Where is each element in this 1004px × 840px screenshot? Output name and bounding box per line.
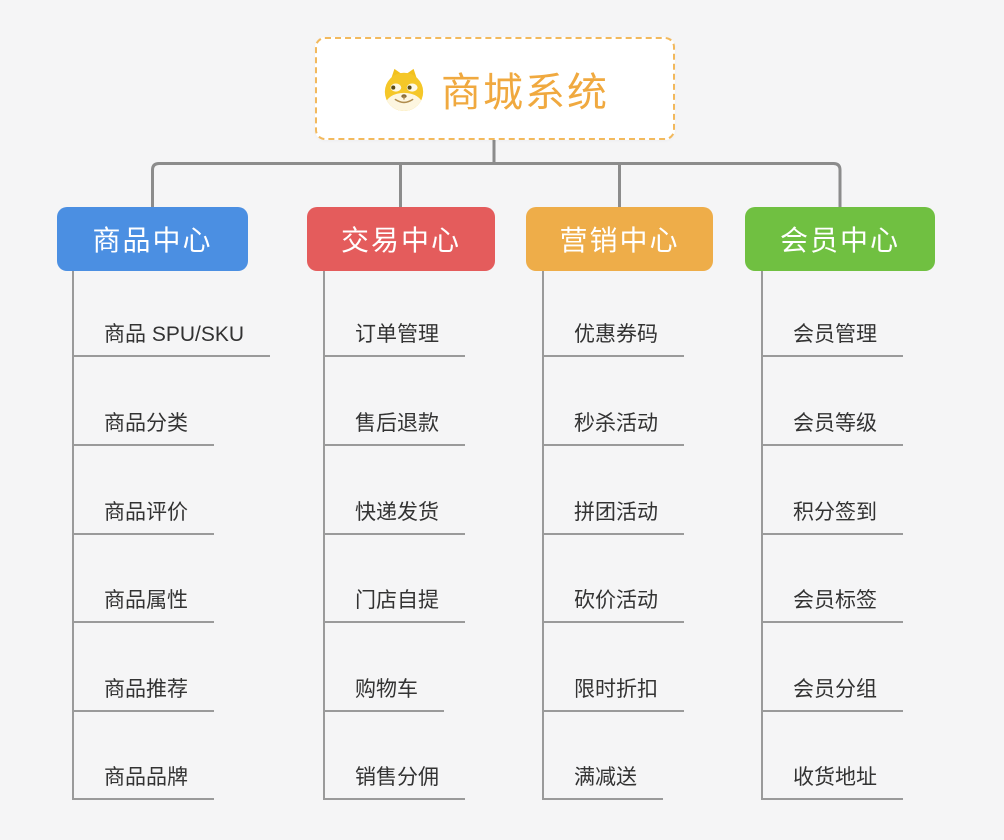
leaf-node-product-center-1[interactable]: 商品分类 [72,406,214,446]
leaf-node-trade-center-4[interactable]: 购物车 [323,672,444,712]
root-node[interactable]: 商城系统 [315,37,675,140]
leaf-node-product-center-4[interactable]: 商品推荐 [72,672,214,712]
leaf-node-trade-center-2[interactable]: 快递发货 [323,495,465,535]
branch-spine-line [323,271,325,800]
leaf-node-marketing-center-4[interactable]: 限时折扣 [542,672,684,712]
leaf-node-member-center-4[interactable]: 会员分组 [761,672,903,712]
leaf-node-marketing-center-1[interactable]: 秒杀活动 [542,406,684,446]
leaf-node-trade-center-5[interactable]: 销售分佣 [323,760,465,800]
leaf-node-product-center-5[interactable]: 商品品牌 [72,760,214,800]
leaf-node-trade-center-1[interactable]: 售后退款 [323,406,465,446]
root-node-title: 商城系统 [441,70,609,115]
leaf-node-member-center-5[interactable]: 收货地址 [761,760,903,800]
branch-node-member-center[interactable]: 会员中心 [745,207,935,271]
leaf-node-member-center-2[interactable]: 积分签到 [761,495,903,535]
leaf-node-marketing-center-3[interactable]: 砍价活动 [542,583,684,623]
leaf-node-member-center-1[interactable]: 会员等级 [761,406,903,446]
branch-spine-line [542,271,544,800]
doge-face-icon [381,66,427,112]
leaf-node-product-center-2[interactable]: 商品评价 [72,495,214,535]
leaf-node-member-center-3[interactable]: 会员标签 [761,583,903,623]
leaf-node-product-center-3[interactable]: 商品属性 [72,583,214,623]
leaf-node-member-center-0[interactable]: 会员管理 [761,317,903,357]
branch-node-trade-center[interactable]: 交易中心 [307,207,495,271]
leaf-node-trade-center-0[interactable]: 订单管理 [323,317,465,357]
leaf-node-trade-center-3[interactable]: 门店自提 [323,583,465,623]
leaf-node-marketing-center-5[interactable]: 满减送 [542,760,663,800]
branch-spine-line [72,271,74,800]
branch-node-product-center[interactable]: 商品中心 [57,207,248,271]
leaf-node-marketing-center-0[interactable]: 优惠券码 [542,317,684,357]
branch-node-marketing-center[interactable]: 营销中心 [526,207,713,271]
leaf-node-product-center-0[interactable]: 商品 SPU/SKU [72,317,271,357]
branch-spine-line [761,271,763,800]
leaf-node-marketing-center-2[interactable]: 拼团活动 [542,495,684,535]
